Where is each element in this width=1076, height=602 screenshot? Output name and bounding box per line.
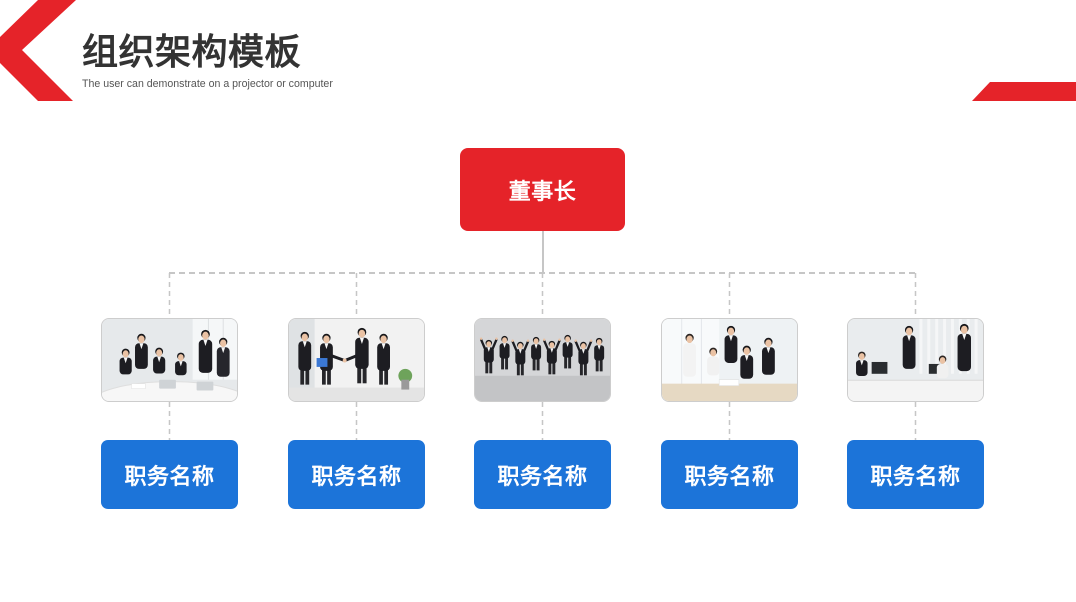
page-subtitle: The user can demonstrate on a projector … (82, 78, 333, 90)
org-root-label: 董事长 (508, 178, 577, 204)
team-photo (101, 318, 238, 402)
person-figure (902, 325, 916, 369)
team-photo (847, 318, 984, 402)
position-label: 职务名称 (497, 463, 588, 489)
position-label: 职务名称 (870, 463, 961, 489)
person-figure (683, 333, 696, 377)
person-figure (936, 355, 949, 379)
person-figure (542, 338, 561, 375)
team-photo (661, 318, 798, 402)
person-figure (355, 327, 369, 384)
person-figure (957, 323, 972, 372)
org-root-box: 董事长 (460, 148, 625, 231)
person-figure (175, 352, 187, 376)
person-figure (511, 339, 530, 376)
person-figure (594, 337, 605, 372)
red-chevron-decoration (0, 0, 76, 101)
person-figure (153, 347, 166, 374)
person-figure (762, 337, 775, 375)
person-figure (119, 348, 132, 375)
person-figure (740, 345, 754, 379)
team-photo (474, 318, 611, 402)
position-box-1: 职务名称 (101, 440, 238, 509)
person-figure (135, 333, 148, 369)
person-figure (707, 347, 720, 376)
person-figure (724, 325, 738, 363)
position-label: 职务名称 (311, 463, 402, 489)
person-figure (562, 334, 573, 369)
person-figure (298, 331, 312, 385)
person-figure (198, 329, 213, 373)
red-bar-decoration (972, 82, 1076, 101)
position-box-3: 职务名称 (474, 440, 611, 509)
page-title: 组织架构模板 (82, 31, 302, 72)
position-box-2: 职务名称 (288, 440, 425, 509)
person-figure (856, 351, 868, 377)
person-figure (574, 339, 593, 376)
person-figure (377, 333, 391, 385)
position-label: 职务名称 (124, 463, 215, 489)
person-figure (479, 337, 498, 374)
position-box-4: 职务名称 (661, 440, 798, 509)
person-figure (499, 335, 510, 370)
team-photo (288, 318, 425, 402)
person-figure (531, 336, 542, 371)
person-figure (216, 337, 230, 377)
position-box-5: 职务名称 (847, 440, 984, 509)
position-label: 职务名称 (684, 463, 775, 489)
